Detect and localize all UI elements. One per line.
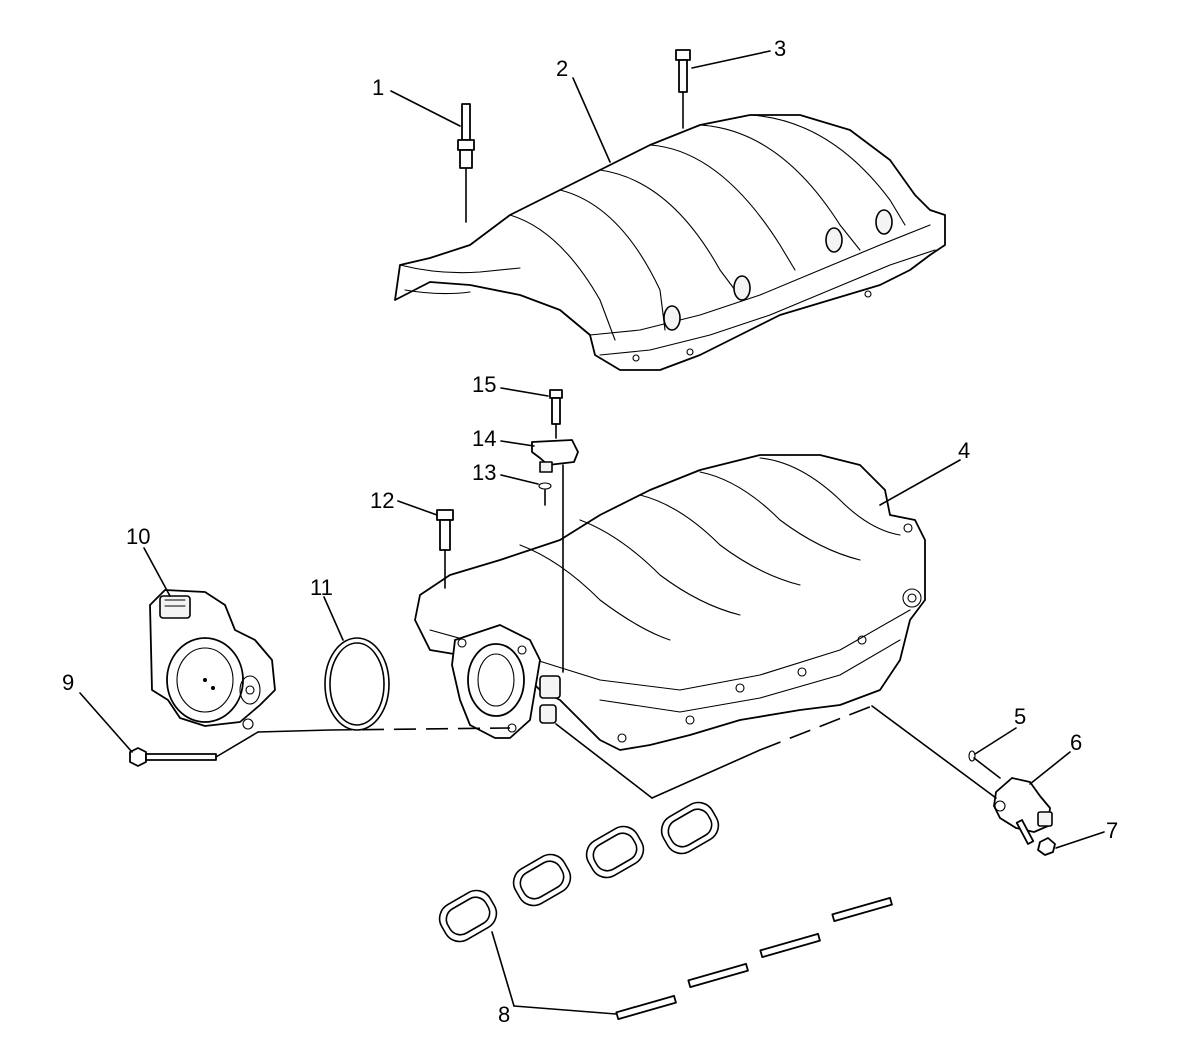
callout-12: 12 [370,488,394,513]
throttle-body-bolt [129,747,217,767]
manifold-cover [394,114,946,371]
callout-4: 4 [958,438,970,463]
callout-3: 3 [774,36,786,61]
leader-lines [79,50,1105,1015]
bolt-axis-line [215,731,259,758]
sensor-axis-line-c [871,705,997,799]
intake-gaskets [438,801,720,943]
sensor-assembly-right [968,750,1056,856]
sensor-axis-line-a [555,723,653,799]
callout-14: 14 [472,426,496,451]
manifold-bolt [436,509,454,589]
callout-5: 5 [1014,704,1026,729]
callout-1: 1 [372,75,384,100]
cover-bolt-upper [675,49,691,129]
sensor-axis-dashed [759,705,873,751]
throttle-body-gasket [324,637,390,731]
callout-6: 6 [1070,730,1082,755]
locating-pins [615,896,893,1021]
callout-8: 8 [498,1002,510,1027]
throttle-body [149,589,276,730]
callout-15: 15 [472,372,496,397]
bolt-axis-line-2 [257,729,331,733]
callout-9: 9 [62,670,74,695]
seal-axis-line [973,757,1001,779]
callout-10: 10 [126,524,150,549]
cover-bolt [457,103,475,223]
callout-13: 13 [472,460,496,485]
throttle-body-gasket-inner [329,642,385,726]
sensor-axis-line-b [651,749,761,799]
callout-7: 7 [1106,818,1118,843]
map-sensor-assembly [531,389,579,673]
callout-11: 11 [310,575,333,600]
callout-labels: 1 2 3 4 5 6 7 8 9 10 11 12 13 14 15 [62,36,1118,1027]
callout-2: 2 [556,56,568,81]
intake-manifold [414,454,926,751]
